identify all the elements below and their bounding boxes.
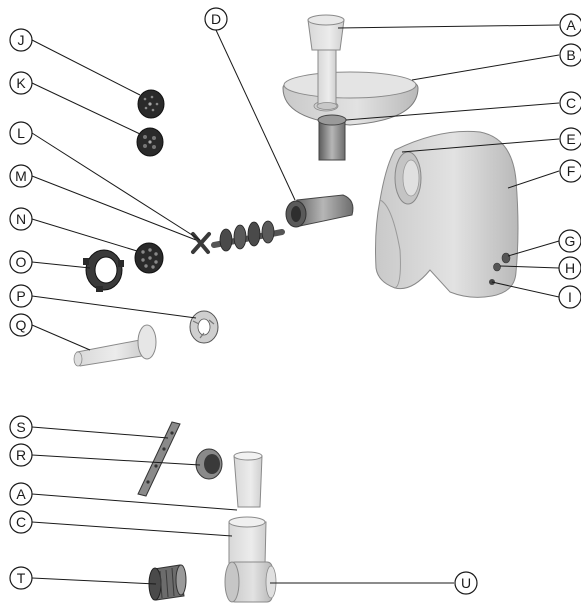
callout-r: R	[9, 443, 33, 467]
callout-c-top: C	[559, 91, 581, 115]
callout-h: H	[558, 256, 581, 280]
svg-text:U: U	[461, 575, 471, 591]
disc-k-part	[136, 127, 164, 157]
callout-i: I	[558, 285, 581, 309]
callout-j: J	[9, 28, 33, 52]
svg-text:A: A	[16, 486, 26, 502]
disc-n-part	[134, 242, 164, 274]
callout-e: E	[559, 127, 581, 151]
svg-text:C: C	[566, 95, 576, 111]
svg-text:Q: Q	[16, 317, 27, 333]
svg-text:C: C	[16, 514, 26, 530]
svg-text:E: E	[566, 131, 575, 147]
callout-k: K	[9, 71, 33, 95]
shredder-body-part	[224, 516, 277, 603]
callout-n: N	[9, 207, 33, 231]
svg-text:M: M	[15, 168, 27, 184]
spacer-part	[189, 310, 219, 344]
callout-u: U	[454, 571, 478, 595]
auger-part	[191, 220, 285, 254]
svg-text:S: S	[16, 419, 25, 435]
svg-text:K: K	[16, 75, 26, 91]
callout-o: O	[9, 250, 33, 274]
ring-r-part	[195, 448, 223, 480]
svg-text:G: G	[565, 233, 576, 249]
svg-text:N: N	[16, 211, 26, 227]
svg-text:B: B	[566, 47, 575, 63]
callout-b: B	[559, 43, 581, 67]
leader-lines	[31, 24, 560, 585]
callout-d: D	[204, 7, 228, 31]
head-part	[285, 114, 354, 228]
drum-part	[148, 564, 187, 601]
svg-text:R: R	[16, 447, 26, 463]
svg-text:J: J	[18, 32, 25, 48]
svg-text:F: F	[567, 163, 576, 179]
svg-text:T: T	[17, 570, 26, 586]
callout-m: M	[9, 164, 33, 188]
callout-g: G	[558, 229, 581, 253]
callout-l: L	[9, 121, 33, 145]
callout-c-bottom: C	[9, 510, 33, 534]
svg-text:P: P	[16, 288, 25, 304]
svg-text:A: A	[566, 17, 576, 33]
ring-nut-part	[83, 249, 124, 292]
pusher-part	[307, 14, 345, 110]
callout-t: T	[9, 566, 33, 590]
callout-q: Q	[9, 313, 33, 337]
tray-part	[282, 71, 419, 126]
callout-s: S	[9, 415, 33, 439]
callout-p: P	[9, 284, 33, 308]
pusher-bottom-part	[233, 451, 263, 508]
svg-text:H: H	[565, 260, 575, 276]
callout-f: F	[559, 159, 581, 183]
callout-a-top: A	[559, 13, 581, 37]
svg-text:D: D	[211, 11, 221, 27]
svg-text:L: L	[17, 125, 25, 141]
callout-a-bottom: A	[9, 482, 33, 506]
svg-text:O: O	[16, 254, 27, 270]
motor-housing-part	[375, 130, 519, 298]
disc-j-part	[137, 89, 165, 119]
nozzle-part	[73, 324, 157, 367]
svg-text:I: I	[568, 289, 572, 305]
bracket-part	[137, 421, 181, 497]
